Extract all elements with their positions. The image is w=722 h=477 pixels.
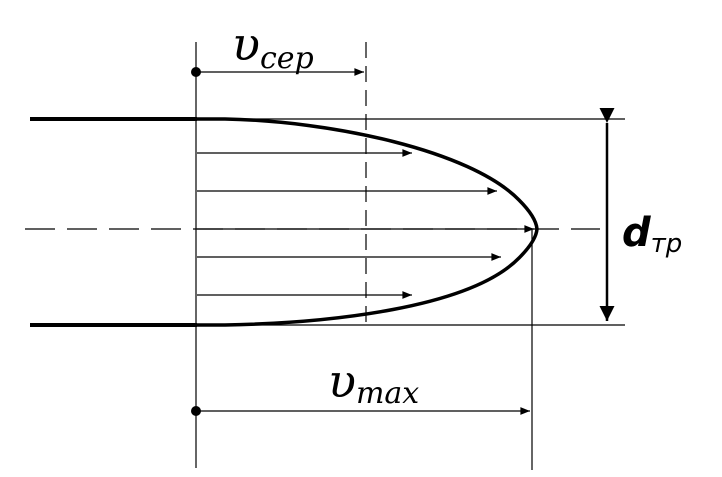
diameter-label: dтр — [622, 210, 682, 259]
diameter-symbol: d — [622, 210, 651, 256]
average-velocity-label: υсер — [232, 17, 314, 76]
max-velocity-subscript: max — [356, 376, 419, 411]
average-velocity-symbol: υ — [232, 17, 260, 71]
velocity-profile-curve — [197, 117, 539, 327]
max-velocity-label: υmax — [328, 354, 419, 411]
diameter-subscript: тр — [651, 229, 683, 259]
average-velocity-subscript: сер — [260, 41, 314, 76]
max-velocity-symbol: υ — [328, 354, 356, 408]
